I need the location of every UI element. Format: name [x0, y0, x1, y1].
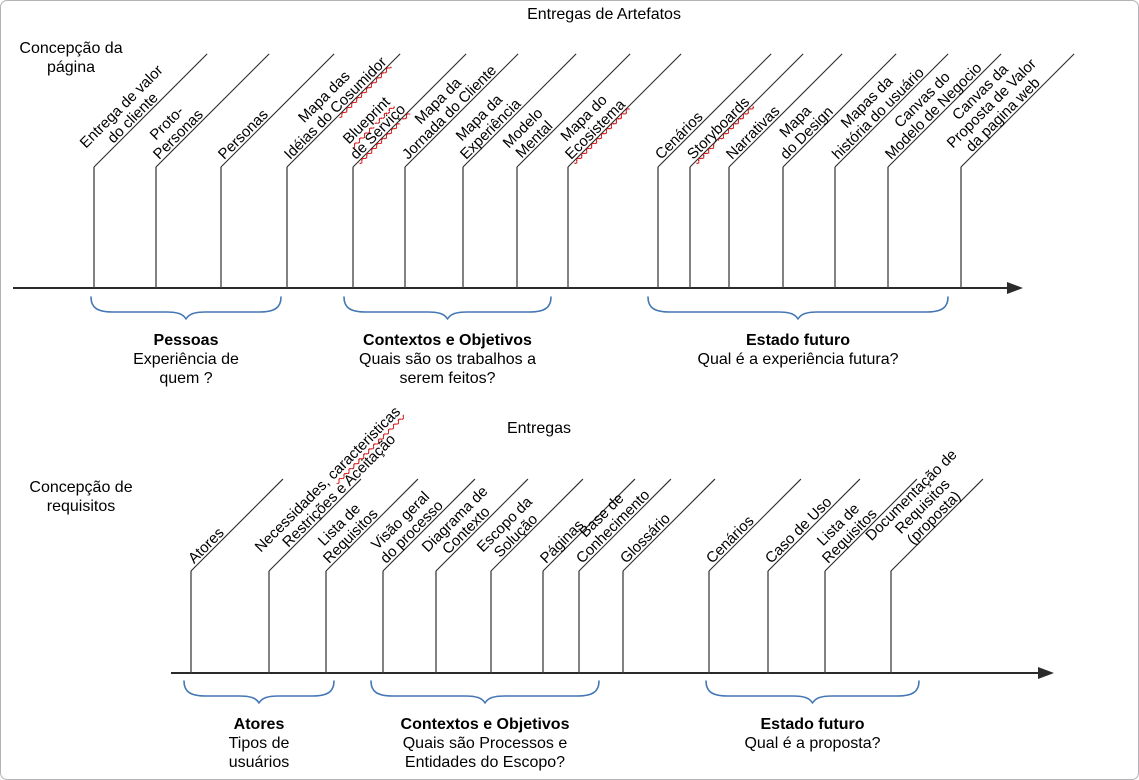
side-label-line: Concepção da [19, 40, 123, 57]
tick-diagonal-line [689, 53, 804, 168]
tick-diagonal-line [516, 53, 631, 168]
tick-diagonal-line [542, 478, 636, 572]
tick-diagonal-line [352, 53, 467, 168]
tick-diagonal-line [382, 478, 476, 572]
brace-title: Pessoas [153, 332, 219, 349]
side-label-line: Concepção de [29, 479, 133, 496]
section-title-entregas: Entregas [506, 420, 572, 437]
brace-question-line: Quais são Processos e [402, 735, 568, 752]
brace-curly [183, 680, 335, 704]
side-label-line: requisitos [46, 498, 116, 515]
tick-diagonal-line [767, 478, 861, 572]
tick-diagonal-line [578, 478, 672, 572]
brace-question-line: Qual é a proposta? [744, 735, 881, 752]
tick-diagonal-line [435, 478, 529, 572]
brace-curly [705, 680, 920, 704]
section-title-artefatos: Entregas de Artefatos [527, 6, 681, 23]
tick-diagonal-line [93, 53, 208, 168]
side-label-concepcao-pagina: Concepção da página [19, 39, 122, 77]
brace-question-line: serem feitos? [399, 370, 496, 387]
tick-diagonal-line [190, 478, 284, 572]
brace-question-line: Quais são os trabalhos a [359, 351, 536, 368]
tick-diagonal-line [567, 53, 682, 168]
tick-diagonal-line [220, 53, 335, 168]
tick-diagonal-line [890, 478, 984, 572]
brace-title: Atores [233, 716, 285, 733]
axis-arrowhead-icon [1038, 667, 1054, 679]
side-label-line: página [46, 59, 96, 76]
brace-question-line: quem ? [159, 370, 213, 387]
brace-curly [647, 296, 949, 320]
tick-diagonal-line [286, 53, 401, 168]
brace-title: Estado futuro [760, 716, 865, 733]
tick-diagonal-line [490, 478, 584, 572]
brace-question-line: Entidades do Escopo? [404, 754, 566, 771]
tick-diagonal-line [782, 53, 897, 168]
tick-diagonal-line [824, 478, 918, 572]
brace-question-line: Qual é a experiência futura? [697, 351, 899, 368]
axis-arrowhead-icon [1007, 282, 1023, 294]
tick-diagonal-line [834, 53, 949, 168]
tick-diagonal-line [325, 478, 419, 572]
tick-diagonal-line [708, 478, 802, 572]
tick-diagonal-line [268, 478, 362, 572]
side-label-concepcao-requisitos: Concepção de requisitos [29, 478, 132, 516]
brace-curly [343, 296, 552, 320]
brace-question-line: usuários [228, 754, 290, 771]
tick-diagonal-line [462, 53, 577, 168]
brace-question-line: Experiência de [133, 351, 239, 368]
tick-diagonal-line [728, 53, 843, 168]
brace-title: Contextos e Objetivos [363, 332, 532, 349]
tick-diagonal-line [404, 53, 519, 168]
tick-diagonal-line [155, 53, 270, 168]
brace-question-line: Tipos de [228, 735, 290, 752]
brace-title: Contextos e Objetivos [400, 716, 570, 733]
brace-curly [370, 680, 600, 704]
brace-curly [90, 296, 282, 320]
tick-diagonal-line [657, 53, 772, 168]
tick-diagonal-line [622, 478, 716, 572]
brace-title: Estado futuro [745, 332, 850, 349]
tick-diagonal-line [887, 53, 1002, 168]
tick-diagonal-line [960, 53, 1075, 168]
